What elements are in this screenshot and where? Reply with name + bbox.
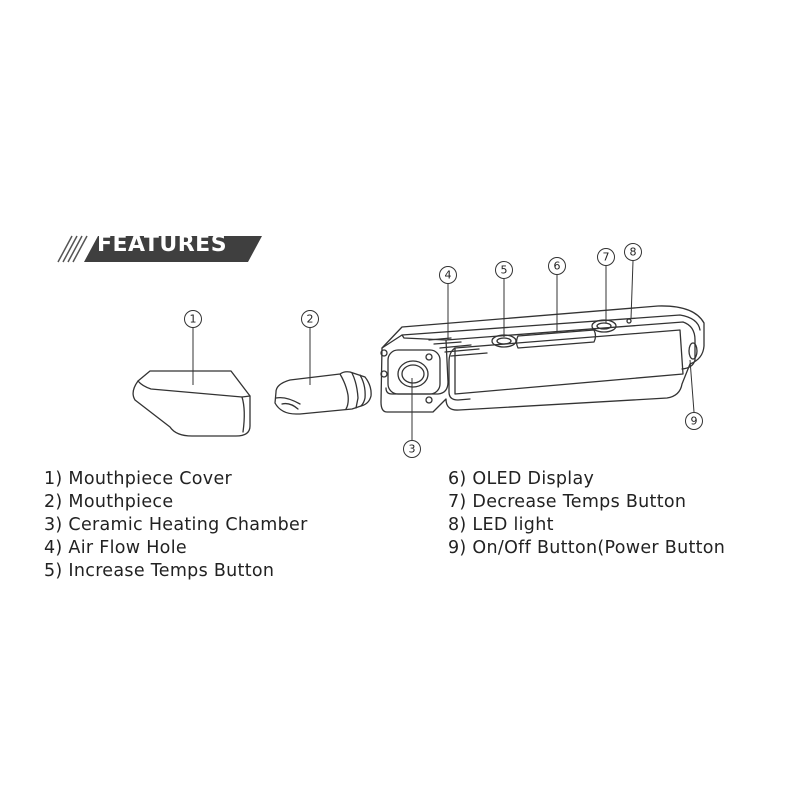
callout-number-9: 9 <box>691 415 698 428</box>
led-light <box>626 318 632 324</box>
callout-number-8: 8 <box>630 246 637 259</box>
device-body <box>380 305 705 413</box>
mouthpiece-cover <box>132 370 251 437</box>
mouthpiece <box>274 371 372 415</box>
callout-number-2: 2 <box>307 313 314 326</box>
callout-circle-1 <box>184 310 202 328</box>
power-button <box>688 342 698 360</box>
ceramic-heating-chamber <box>380 349 441 404</box>
banner-background <box>84 236 262 262</box>
banner-stripes <box>57 235 88 263</box>
legend-item-led-light: 8) LED light <box>448 515 554 535</box>
air-flow-holes <box>428 337 488 357</box>
page-title: FEATURES <box>97 232 228 257</box>
callout-circle-5 <box>495 261 513 279</box>
callout-number-4: 4 <box>445 269 452 282</box>
callout-leaders <box>192 260 695 440</box>
decrease-temps-button <box>591 319 617 333</box>
callout-circles <box>184 243 703 458</box>
callout-circle-9 <box>685 412 703 430</box>
legend-item-air-flow-hole: 4) Air Flow Hole <box>44 538 187 558</box>
legend-left-column: 1) Mouthpiece Cover 2) Mouthpiece 3) Cer… <box>44 468 308 583</box>
callout-number-6: 6 <box>554 260 561 273</box>
callout-circle-6 <box>548 257 566 275</box>
callout-number-7: 7 <box>603 251 610 264</box>
callout-circle-3 <box>403 440 421 458</box>
legend-item-increase-temps-button: 5) Increase Temps Button <box>44 561 275 581</box>
callout-circle-8 <box>624 243 642 261</box>
callout-circle-7 <box>597 248 615 266</box>
callout-number-5: 5 <box>501 264 508 277</box>
legend-item-ceramic-heating-chamber: 3) Ceramic Heating Chamber <box>44 515 308 535</box>
legend-item-decrease-temps-button: 7) Decrease Temps Button <box>448 492 687 512</box>
legend-item-mouthpiece-cover: 1) Mouthpiece Cover <box>44 469 233 489</box>
legend-right-column: 6) OLED Display 7) Decrease Temps Button… <box>448 468 725 560</box>
oled-display <box>515 329 597 349</box>
legend-item-power-button: 9) On/Off Button(Power Button <box>448 538 726 558</box>
callout-circle-2 <box>301 310 319 328</box>
legend-item-oled-display: 6) OLED Display <box>448 469 595 489</box>
callout-number-3: 3 <box>409 443 416 456</box>
callout-number-1: 1 <box>190 313 197 326</box>
legend-item-mouthpiece: 2) Mouthpiece <box>44 492 174 512</box>
callout-circle-4 <box>439 266 457 284</box>
